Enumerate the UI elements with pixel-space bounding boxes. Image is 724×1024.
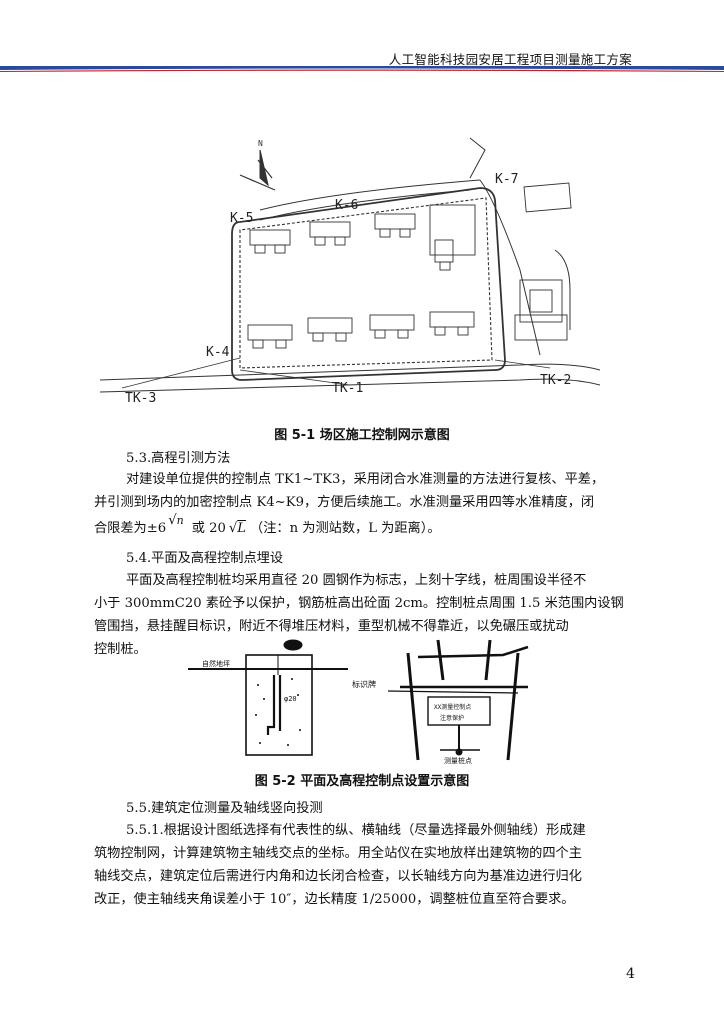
rebar-dim-label: φ20 bbox=[284, 695, 297, 703]
paragraph-line: 5.5.1.根据设计图纸选择有代表性的纵、横轴线（尽量选择最外侧轴线）形成建 bbox=[126, 823, 586, 838]
paragraph-line: 合限差为±6√n 或 20√L（注：n 为测站数，L 为距离）。 bbox=[94, 513, 441, 536]
paragraph-line: 改正，使主轴线夹角误差小于 10″，边长精度 1/25000，调整桩位直至符合要… bbox=[94, 892, 575, 907]
sign-text-line-2: 注意保护 bbox=[440, 714, 464, 722]
natural-ground-label: 自然地坪 bbox=[202, 659, 230, 668]
label-k4: K-4 bbox=[206, 345, 230, 360]
figure-5-2-caption: 图 5-2 平面及高程控制点设置示意图 bbox=[254, 774, 470, 789]
label-tk2: TK-2 bbox=[540, 373, 571, 388]
sqrt-l: √L bbox=[228, 521, 247, 536]
header-band bbox=[0, 66, 724, 72]
paragraph-line: 轴线交点，建筑定位后需进行内角和边长闭合检查，以长轴线方向为基准边进行归化 bbox=[94, 869, 582, 884]
label-tk1: TK-1 bbox=[332, 381, 363, 396]
stake-point-label: 测量桩点 bbox=[444, 756, 472, 765]
label-tk3: TK-3 bbox=[125, 391, 156, 406]
label-k7: K-7 bbox=[495, 172, 518, 187]
paragraph-line: 筑物控制网，计算建筑物主轴线交点的坐标。用全站仪在实地放样出建筑物的四个主 bbox=[94, 846, 582, 861]
formula-middle: 或 20 bbox=[191, 521, 226, 536]
north-label: N bbox=[258, 139, 263, 148]
figure-5-1-caption: 图 5-1 场区施工控制网示意图 bbox=[274, 428, 450, 443]
label-k6: K-6 bbox=[335, 198, 358, 213]
formula-prefix: 合限差为±6 bbox=[94, 521, 167, 536]
formula-note: （注：n 为测站数，L 为距离）。 bbox=[250, 521, 441, 536]
paragraph-line: 管围挡，悬挂醒目标识，附近不得堆压材料，重型机械不得靠近，以免碾压或扰动 bbox=[94, 619, 569, 634]
sqrt-n: √n bbox=[168, 513, 184, 528]
paragraph-line: 并引测到场内的加密控制点 K4~K9，方便后续施工。水准测量采用四等水准精度，闭 bbox=[94, 495, 595, 510]
control-point-setup-figure: 自然地坪 φ20 标识牌 XX测量控制点 注意保护 测量桩点 bbox=[188, 639, 529, 765]
label-k5: K-5 bbox=[230, 211, 253, 226]
section-5-3-heading: 5.3.高程引测方法 bbox=[126, 451, 231, 466]
sign-board-label: 标识牌 bbox=[352, 679, 376, 689]
paragraph-line: 控制桩。 bbox=[94, 642, 147, 657]
sign-text-line-1: XX测量控制点 bbox=[434, 703, 471, 711]
section-5-5-heading: 5.5.建筑定位测量及轴线竖向投测 bbox=[126, 801, 323, 816]
paragraph-line: 平面及高程控制桩均采用直径 20 圆钢作为标志，上刻十字线，桩周围设半径不 bbox=[126, 573, 587, 588]
paragraph-line: 小于 300mmC20 素砼予以保护，钢筋桩高出砼面 2cm。控制桩点周围 1.… bbox=[94, 596, 624, 611]
site-control-network-figure: N K-4 K-5 K-6 K-7 TK-1 TK-2 TK-3 bbox=[100, 137, 600, 406]
section-5-4-heading: 5.4.平面及高程控制点埋设 bbox=[126, 551, 284, 566]
paragraph-line: 对建设单位提供的控制点 TK1~TK3，采用闭合水准测量的方法进行复核、平差， bbox=[126, 472, 605, 487]
header-title: 人工智能科技园安居工程项目测量施工方案 bbox=[388, 52, 632, 67]
page-number: 4 bbox=[626, 966, 635, 982]
